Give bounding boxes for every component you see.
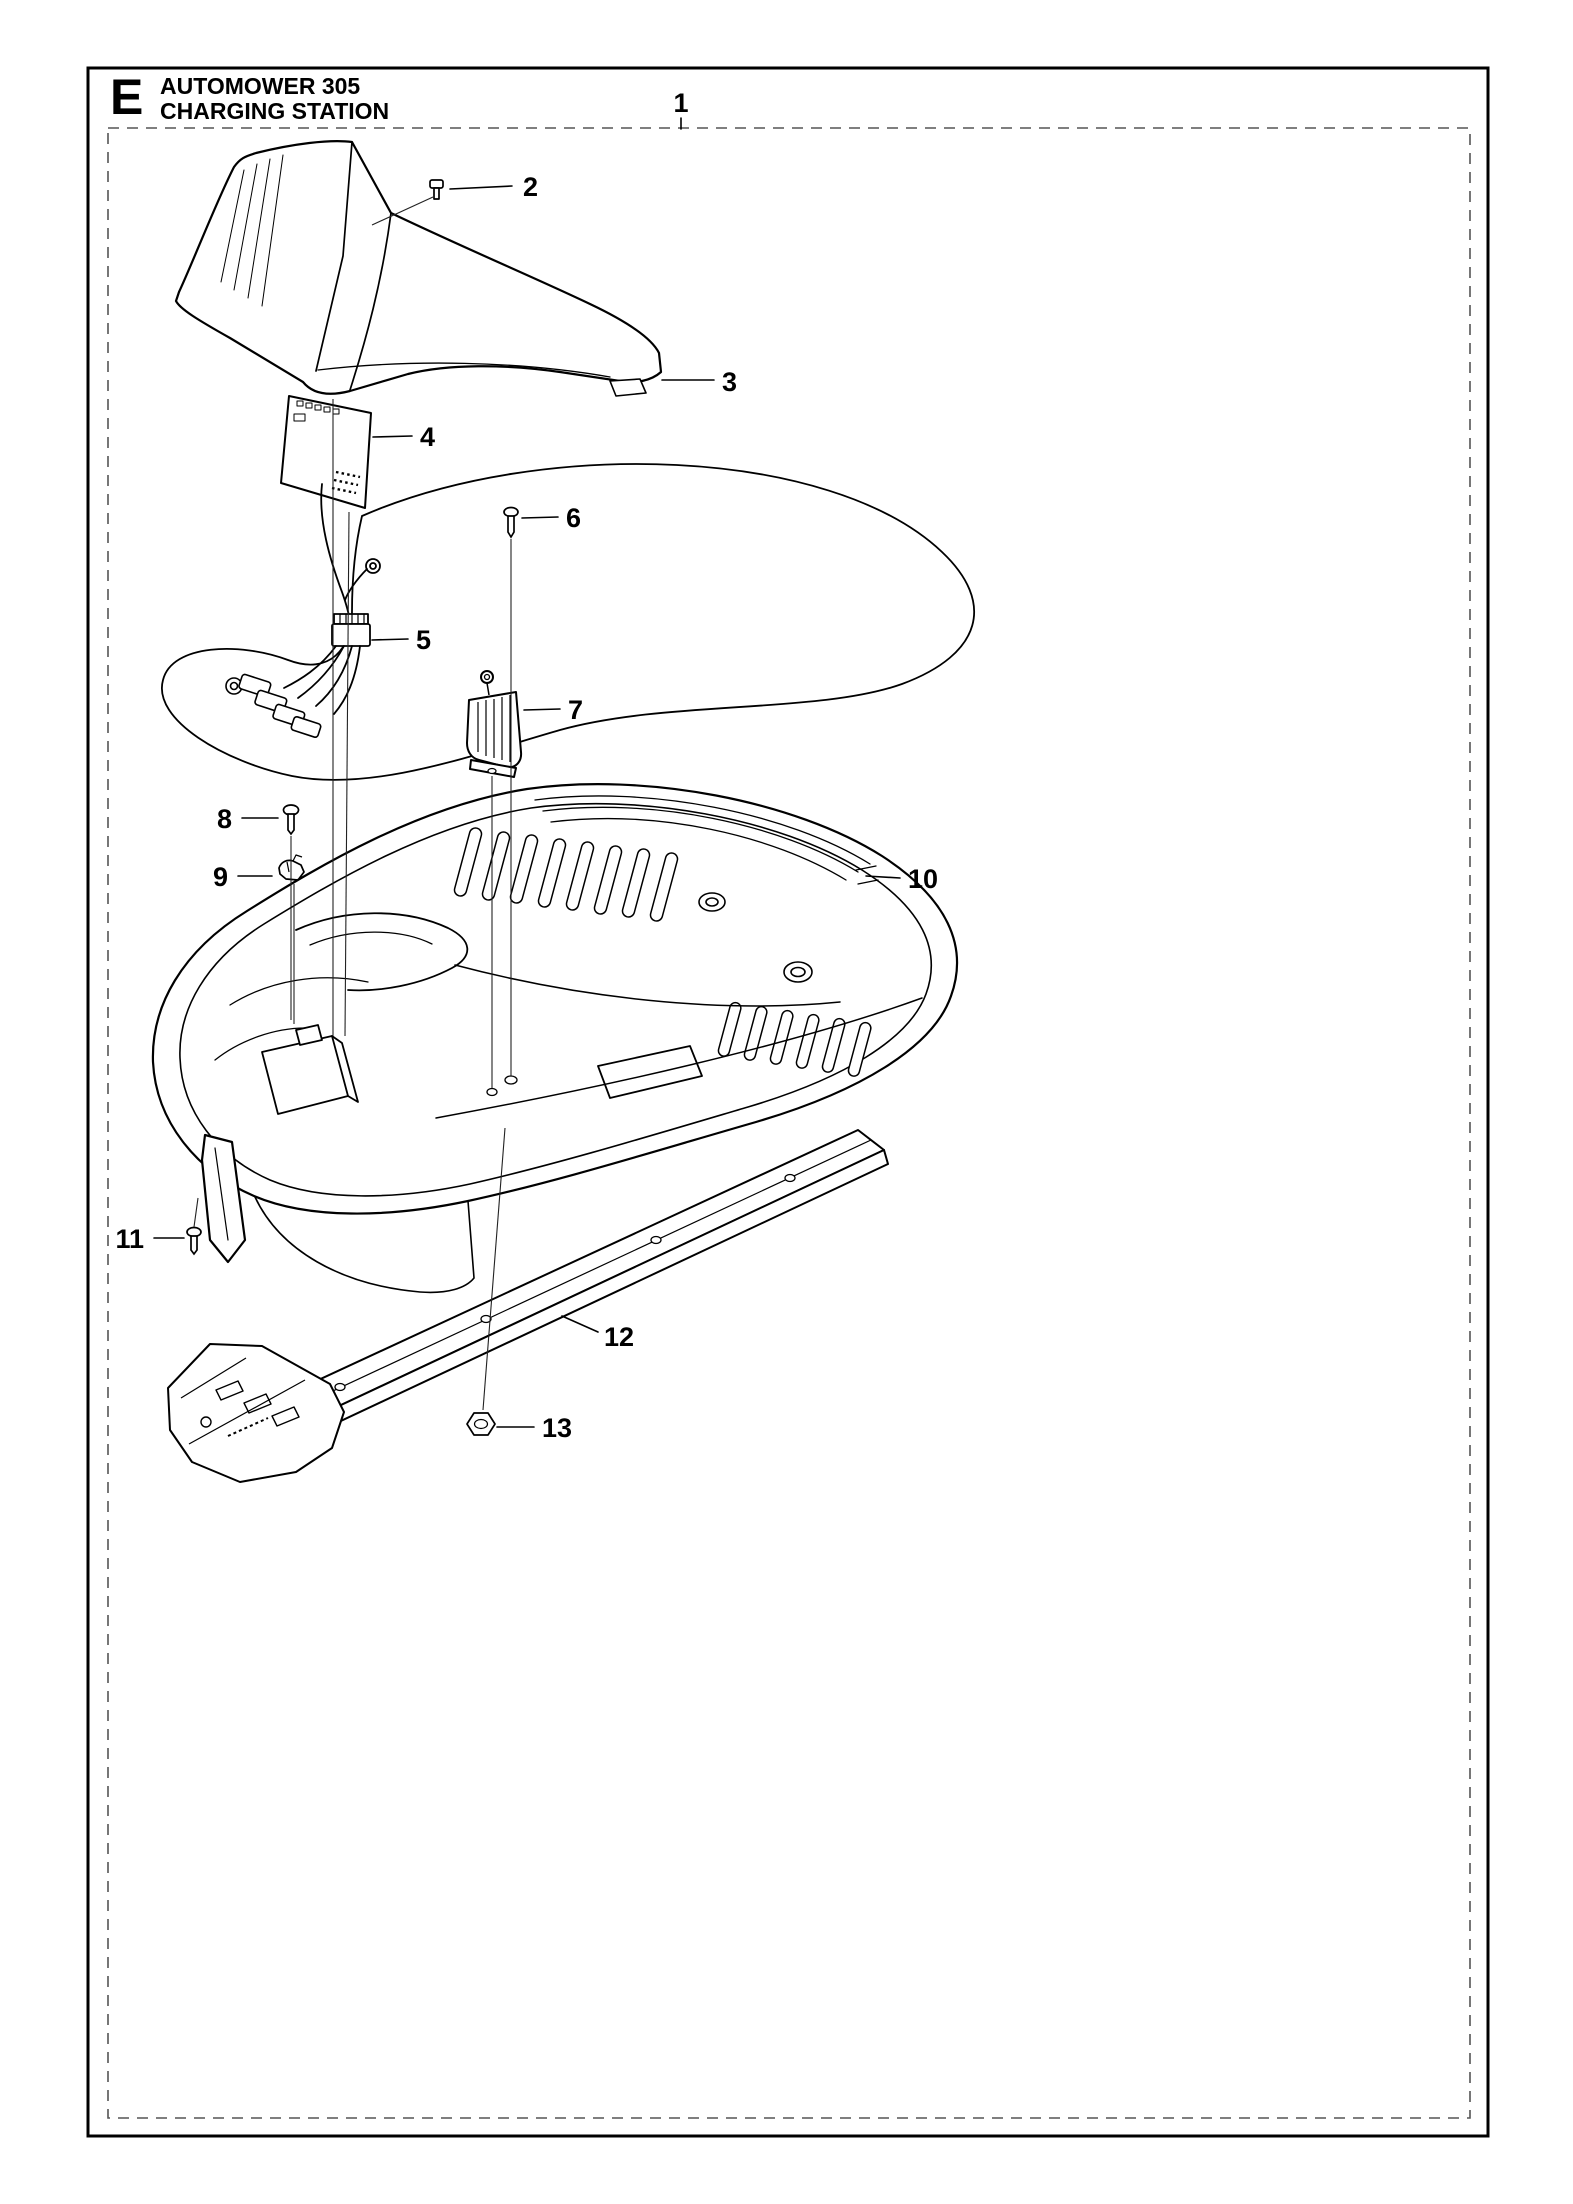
vent-grille-lower: [717, 1001, 872, 1077]
cable-plugs: [225, 673, 322, 739]
screw-8-part: [282, 804, 300, 836]
callout-10: 10: [908, 864, 938, 894]
plate-opening: [597, 1045, 703, 1099]
rail-end-bracket: [167, 1343, 345, 1483]
callout-9: 9: [213, 862, 228, 892]
dock-tower: [214, 912, 469, 1115]
callout-5: 5: [416, 625, 431, 655]
callout-12: 12: [604, 1322, 634, 1352]
vent-grille-upper: [453, 827, 679, 922]
callout-1: 1: [673, 88, 688, 118]
construction-lines: [193, 196, 512, 1411]
diagram-title: AUTOMOWER 305: [160, 73, 360, 99]
section-letter: E: [110, 69, 143, 125]
assembly-group-border: [107, 127, 1471, 2119]
screw-2-part: [429, 179, 444, 200]
base-plate-10: [151, 783, 959, 1294]
callout-3: 3: [722, 367, 737, 397]
cover-foot-tab: [609, 378, 647, 397]
screw-6-part: [503, 506, 519, 539]
callout-11: 11: [115, 1224, 144, 1254]
callout-8: 8: [217, 804, 232, 834]
top-cover: [174, 140, 663, 397]
leader-lines: [153, 117, 901, 1428]
mounting-rail-12: [167, 1129, 889, 1483]
callout-6: 6: [566, 503, 581, 533]
pcb-4: [280, 395, 372, 509]
screw-11-part: [186, 1226, 202, 1256]
connector-5: [331, 613, 371, 647]
page-border: [86, 66, 1490, 2138]
callout-13: 13: [542, 1413, 572, 1443]
callout-4: 4: [420, 422, 435, 452]
contact-plate-7: [466, 670, 523, 778]
plate-boss-holes: [486, 892, 813, 1097]
nut-13: [466, 1412, 496, 1436]
callout-2: 2: [523, 172, 538, 202]
harness: [225, 483, 381, 739]
plate-front-notch: [200, 1133, 247, 1264]
callout-7: 7: [568, 695, 583, 725]
diagram-subtitle: CHARGING STATION: [160, 98, 389, 124]
